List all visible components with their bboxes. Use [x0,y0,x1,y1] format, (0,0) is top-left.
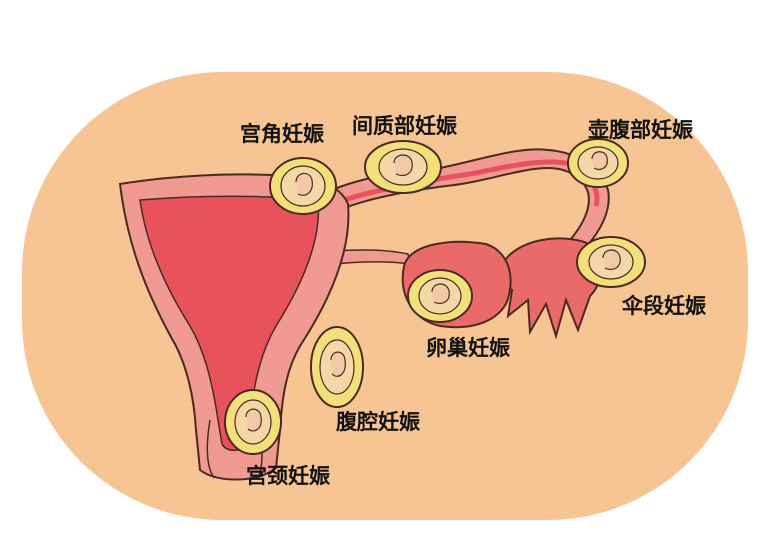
label-interstitial: 间质部妊娠 [352,114,457,138]
label-ampullary: 壶腹部妊娠 [588,118,693,142]
label-abdominal: 腹腔妊娠 [336,410,420,434]
sac-cornual [269,157,337,215]
label-ovarian: 卵巢妊娠 [426,336,510,360]
sac-interstitial [364,140,442,194]
label-fimbrial: 伞段妊娠 [622,294,706,318]
sac-ovarian [407,269,473,323]
label-cornual: 宫角妊娠 [240,122,324,146]
sac-ampullary [567,138,629,188]
sac-abdominal [310,326,364,408]
sac-fimbrial [576,236,646,288]
sac-cervical [224,389,282,455]
label-cervical: 宫颈妊娠 [246,464,330,488]
